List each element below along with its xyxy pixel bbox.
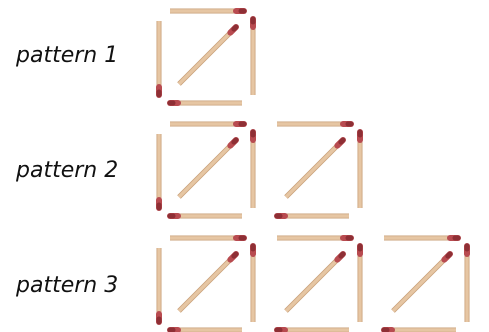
pattern-1-square-1-diagonal-matchstick xyxy=(179,27,236,84)
pattern-2-square-2-diagonal-matchstick xyxy=(286,140,343,197)
pattern-3-square-2-diagonal-matchstick xyxy=(286,254,343,311)
pattern-3-square-3-diagonal-matchstick xyxy=(393,254,450,311)
pattern-3-square-1-diagonal-matchstick xyxy=(179,254,236,311)
pattern-2-square-1-diagonal-matchstick xyxy=(179,140,236,197)
